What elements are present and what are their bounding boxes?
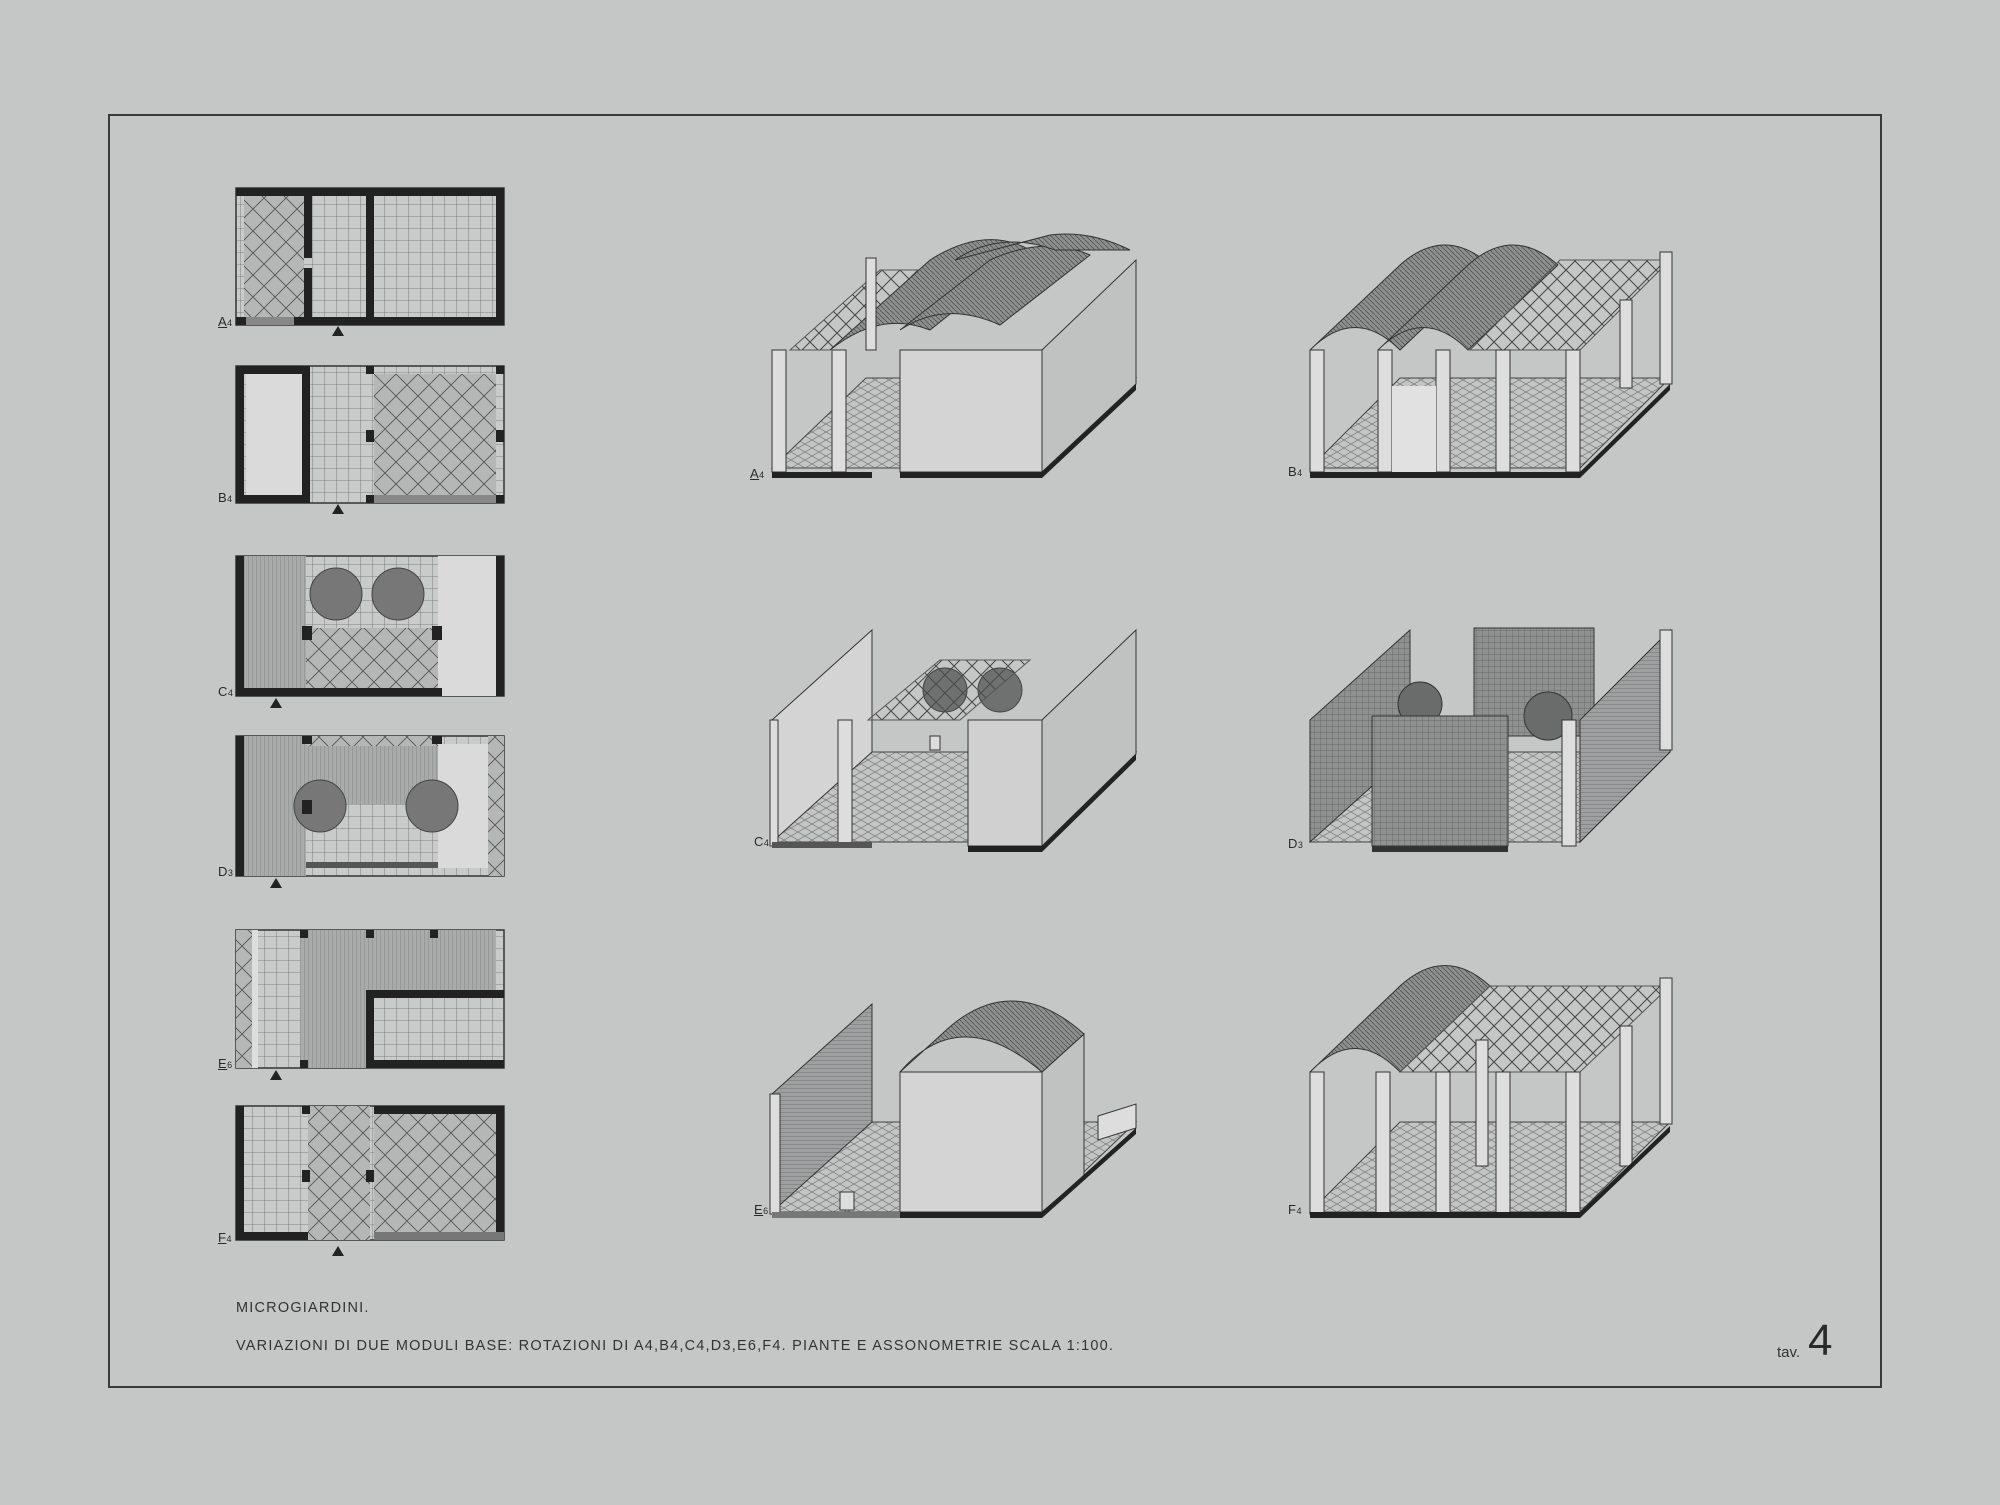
plan-label-a: A4 — [218, 314, 233, 329]
plan-a4 — [235, 187, 505, 336]
plan-d3 — [235, 735, 505, 888]
axo-e6 — [769, 1000, 1138, 1218]
drawing-subtitle: VARIAZIONI DI DUE MODULI BASE: ROTAZIONI… — [236, 1338, 1115, 1354]
drawing-frame — [108, 114, 1882, 1388]
plan-c4 — [235, 555, 505, 708]
axo-a4 — [770, 233, 1138, 478]
axo-label-c: C4 — [754, 834, 770, 849]
plan-e6 — [235, 929, 505, 1080]
axo-label-b: B4 — [1288, 464, 1303, 479]
plan-label-e: E6 — [218, 1056, 233, 1071]
plan-f4 — [235, 1105, 505, 1256]
axo-b4 — [1308, 244, 1673, 478]
axo-label-f: F4 — [1288, 1202, 1302, 1217]
axo-c4 — [769, 628, 1138, 852]
plan-label-b: B4 — [218, 490, 233, 505]
plan-b4 — [235, 365, 505, 514]
axo-d3 — [1308, 627, 1673, 852]
plan-label-c: C4 — [218, 684, 234, 699]
sheet-label: tav. — [1777, 1344, 1801, 1361]
plan-label-d: D3 — [218, 864, 234, 879]
sheet-number: 4 — [1808, 1316, 1833, 1365]
axo-label-a: A4 — [750, 466, 765, 481]
axo-label-e: E6 — [754, 1202, 769, 1217]
axo-label-d: D3 — [1288, 836, 1304, 851]
drawing-title: MICROGIARDINI. — [236, 1300, 370, 1316]
plan-label-f: F4 — [218, 1230, 232, 1245]
axo-f4 — [1308, 965, 1673, 1218]
